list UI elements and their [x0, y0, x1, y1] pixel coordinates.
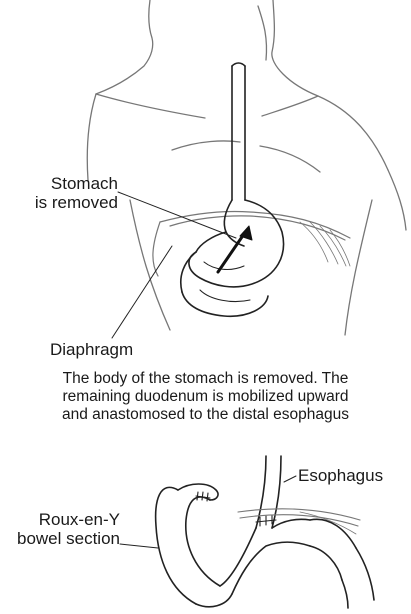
caption-line-3: and anastomosed to the distal esophagus: [0, 406, 411, 424]
esophagus-tube: [232, 63, 245, 200]
diaphragm-leader-line: [112, 246, 172, 338]
figure-caption: The body of the stomach is removed. The …: [0, 370, 411, 424]
caption-line-2: remaining duodenum is mobilized upward: [0, 388, 411, 406]
esophagus-label: Esophagus: [298, 466, 383, 485]
roux-leader-line: [120, 544, 158, 548]
stomach-leader-line: [118, 192, 236, 238]
roux-label-line2: bowel section: [0, 529, 120, 548]
diaphragm-outline: [153, 211, 350, 276]
stomach-label: Stomach is removed: [22, 174, 118, 212]
roux-label-line1: Roux-en-Y: [0, 510, 120, 529]
roux-en-y-bowel: [156, 484, 374, 608]
caption-line-1: The body of the stomach is removed. The: [0, 370, 411, 388]
esophagus-leader-line: [284, 476, 296, 482]
diaphragm-label: Diaphragm: [50, 340, 133, 359]
stomach-label-line1: Stomach: [22, 174, 118, 193]
roux-label: Roux-en-Y bowel section: [0, 510, 120, 548]
stomach-label-line2: is removed: [22, 193, 118, 212]
